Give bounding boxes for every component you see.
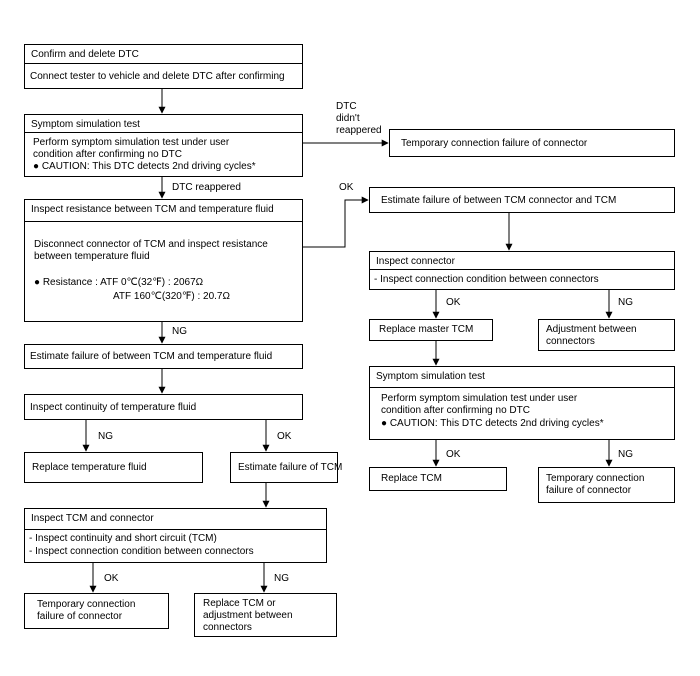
inspect-resistance-line2: between temperature fluid	[34, 251, 150, 262]
confirm-delete-dtc-body: Connect tester to vehicle and delete DTC…	[30, 71, 285, 82]
estimate-failure-tcm-connector-box: Estimate failure of between TCM connecto…	[369, 187, 675, 213]
label-dtc-didnt-2: didn't	[336, 113, 360, 124]
replace-temperature-fluid-box: Replace temperature fluid	[24, 452, 203, 483]
temporary-connection-failure-text: Temporary connection failure of connecto…	[401, 138, 588, 149]
symptom-simulation-test-2-box: Symptom simulation test Perform symptom …	[369, 366, 675, 440]
temporary-connection-failure-box: Temporary connection failure of connecto…	[389, 129, 675, 157]
adjustment-between-connectors-box: Adjustment between connectors	[538, 319, 675, 351]
replace-tcm-or-adjustment-box: Replace TCM or adjustment between connec…	[194, 593, 337, 637]
symptom-simulation-test-2-title: Symptom simulation test	[370, 367, 674, 388]
estimate-failure-tcm-fluid-box: Estimate failure of between TCM and temp…	[24, 344, 303, 369]
adjustment-between-connectors-line1: Adjustment between	[546, 324, 637, 335]
arrow-b3-r1	[303, 196, 369, 248]
temporary-failure-right-line1: Temporary connection	[546, 473, 645, 484]
symptom-simulation-2-caution: ● CAUTION: This DTC detects 2nd driving …	[381, 418, 604, 429]
label-ok-continuity: OK	[277, 431, 292, 442]
temporary-failure-right-box: Temporary connection failure of connecto…	[538, 467, 675, 503]
temporary-failure-bottom-box: Temporary connection failure of connecto…	[24, 593, 169, 629]
resistance-atf-0: ● Resistance : ATF 0℃(32℉) : 2067Ω	[34, 277, 204, 288]
label-dtc-didnt-1: DTC	[336, 101, 357, 112]
adjustment-between-connectors-line2: connectors	[546, 336, 595, 347]
replace-tcm-or-adjustment-line1: Replace TCM or	[203, 598, 276, 609]
temporary-failure-bottom-line2: failure of connector	[37, 611, 123, 622]
confirm-delete-dtc-box: Confirm and delete DTC Connect tester to…	[24, 44, 303, 89]
replace-tcm-or-adjustment-line3: connectors	[203, 622, 252, 633]
label-ng-connector: NG	[618, 297, 633, 308]
inspect-connector-body: - Inspect connection condition between c…	[374, 274, 599, 285]
symptom-simulation-caution: ● CAUTION: This DTC detects 2nd driving …	[33, 161, 256, 172]
symptom-simulation-test-box: Symptom simulation test Perform symptom …	[24, 114, 303, 177]
label-ng-continuity: NG	[98, 431, 113, 442]
inspect-resistance-title: Inspect resistance between TCM and tempe…	[25, 200, 302, 222]
label-dtc-didnt-3: reappered	[336, 125, 382, 136]
replace-tcm-box: Replace TCM	[369, 467, 507, 491]
replace-master-tcm-box: Replace master TCM	[369, 319, 493, 341]
symptom-simulation-line1: Perform symptom simulation test under us…	[33, 137, 230, 148]
label-ok-tcm: OK	[104, 573, 119, 584]
inspect-connector-box: Inspect connector - Inspect connection c…	[369, 251, 675, 290]
label-ok-connector: OK	[446, 297, 461, 308]
inspect-resistance-box: Inspect resistance between TCM and tempe…	[24, 199, 303, 322]
symptom-simulation-2-line1: Perform symptom simulation test under us…	[381, 393, 578, 404]
inspect-tcm-connector-box: Inspect TCM and connector - Inspect cont…	[24, 508, 327, 563]
symptom-simulation-line2: condition after confirming no DTC	[33, 149, 182, 160]
inspect-continuity-text: Inspect continuity of temperature fluid	[30, 402, 197, 413]
inspect-tcm-connector-line2: - Inspect connection condition between c…	[29, 546, 254, 557]
temporary-failure-bottom-line1: Temporary connection	[37, 599, 136, 610]
inspect-continuity-box: Inspect continuity of temperature fluid	[24, 394, 303, 420]
inspect-tcm-connector-title: Inspect TCM and connector	[25, 509, 326, 530]
confirm-delete-dtc-title: Confirm and delete DTC	[25, 45, 302, 64]
symptom-simulation-2-line2: condition after confirming no DTC	[381, 405, 530, 416]
estimate-failure-tcm-box: Estimate failure of TCM	[230, 452, 342, 483]
replace-tcm-or-adjustment-line2: adjustment between	[203, 610, 293, 621]
label-ng-mid: NG	[172, 326, 187, 337]
resistance-atf-160: ATF 160℃(320℉) : 20.7Ω	[113, 291, 230, 302]
estimate-failure-tcm-connector-text: Estimate failure of between TCM connecto…	[381, 195, 617, 206]
inspect-tcm-connector-line1: - Inspect continuity and short circuit (…	[29, 533, 217, 544]
replace-tcm-text: Replace TCM	[381, 473, 442, 484]
label-ok-top: OK	[339, 182, 354, 193]
label-ng-sim2: NG	[618, 449, 633, 460]
label-ok-sim2: OK	[446, 449, 461, 460]
estimate-failure-tcm-text: Estimate failure of TCM	[238, 462, 343, 473]
replace-temperature-fluid-text: Replace temperature fluid	[32, 462, 147, 473]
estimate-failure-tcm-fluid-text: Estimate failure of between TCM and temp…	[30, 351, 273, 362]
label-dtc-reappeared: DTC reappered	[172, 182, 241, 193]
temporary-failure-right-line2: failure of connector	[546, 485, 632, 496]
inspect-connector-title: Inspect connector	[370, 252, 674, 270]
replace-master-tcm-text: Replace master TCM	[379, 324, 474, 335]
label-ng-tcm: NG	[274, 573, 289, 584]
inspect-resistance-line1: Disconnect connector of TCM and inspect …	[34, 239, 268, 250]
symptom-simulation-test-title: Symptom simulation test	[25, 115, 302, 133]
